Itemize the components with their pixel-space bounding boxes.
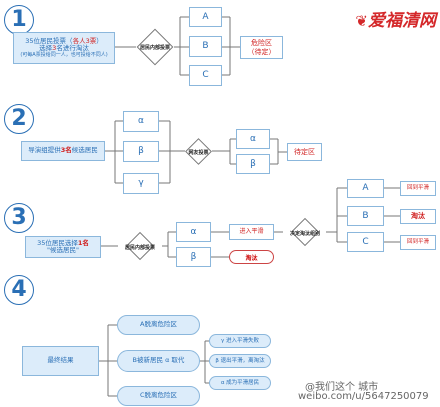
s2-option-beta: β [123,141,159,162]
s3-decision1-label: 居民内部投票 [124,245,155,251]
s1-option-b: B [189,36,222,57]
s3-option-beta: β [176,247,211,267]
site-logo: ❦爱福清网 [355,11,436,31]
s3-final-option-b: B [347,206,384,226]
s3-final-option-a: A [347,179,384,198]
watermark-handle: @我们这个 城市 [305,382,379,393]
s3-source-box: 35位居民选择1名 "候选居民" [25,236,101,258]
s3-beta-result-eliminated: 淘汰 [229,250,274,264]
logo-heart-icon: ❦ [355,12,368,30]
s3-option-alpha: α [176,222,211,242]
s3-final-result-c: 回到平滑 [400,235,436,250]
s3-final-result-a: 回到平滑 [400,181,436,196]
s4-outcome-c: C脱离危险区 [117,386,200,406]
s4-outcome-b: B被新居民 α 取代 [117,350,200,372]
s4-sub-outcome-gamma: γ 进入平滑失败 [209,334,271,348]
s2-result-pending-zone: 待定区 [287,143,322,161]
s2-option-alpha: α [123,111,159,132]
s3-final-result-b: 淘汰 [400,209,436,224]
watermark-url: weibo.com/u/5647250079 [298,391,429,402]
s1-source-box: 35位居民投票（各人3票） 选择3名进行淘汰 (可每A票投给同一人，也可投给不同… [13,32,115,64]
s3-decision2-label: 决定淘汰组别 [289,231,320,237]
step-1-number: 1 [11,7,27,32]
step-2-circle [4,104,34,134]
s2-option-gamma: γ [123,173,159,194]
step-2-number: 2 [11,106,27,131]
s1-result-danger-zone: 危险区 （待定） [240,36,283,59]
s2-sub-option-beta: β [236,154,270,174]
step-4-circle [4,275,34,305]
s2-decision-label: 网友投票 [188,150,209,156]
s1-option-a: A [189,7,222,27]
s4-sub-outcome-alpha: α 成为平滑居民 [209,376,271,390]
s4-sub-outcome-beta: β 退出平滑，离淘汰 [209,354,271,368]
s2-sub-option-alpha: α [236,129,270,149]
s1-option-c: C [189,65,222,86]
step-3-circle [4,203,34,233]
step-3-number: 3 [11,205,27,230]
s3-final-option-c: C [347,232,384,252]
s1-decision-label: 居民内部投票 [139,45,170,51]
s3-alpha-result: 进入平滑 [229,224,274,240]
s4-outcome-a: A脱离危险区 [117,315,200,335]
step-4-number: 4 [11,277,27,302]
s4-source-box: 最终结果 [22,346,99,376]
